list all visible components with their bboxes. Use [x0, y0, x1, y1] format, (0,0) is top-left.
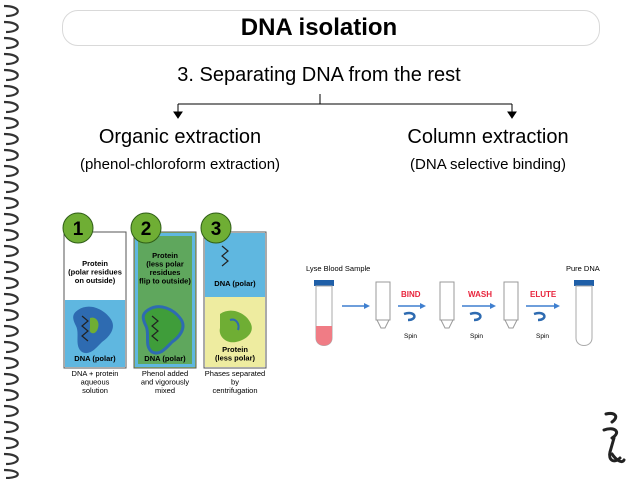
tube-2-bottom-label: DNA (polar)	[144, 354, 186, 363]
dna-strand	[221, 245, 229, 267]
spin-column-1	[375, 281, 391, 329]
blood-tube	[314, 280, 334, 346]
organic-extraction-subheading: (phenol-chloroform extraction)	[79, 156, 281, 173]
dna-strand	[151, 315, 159, 342]
slide-subtitle: 3. Separating DNA from the rest	[177, 64, 461, 86]
bind-step-label: BIND	[401, 290, 421, 299]
spin-arrow-icon	[403, 311, 416, 322]
organic-extraction-heading: Organic extraction	[98, 126, 262, 148]
spin-label: Spin	[470, 333, 483, 340]
branch-connector	[173, 94, 517, 119]
tube-3: 3 DNA (polar) Protein(less polar)	[200, 212, 267, 369]
dna-strand	[81, 315, 89, 342]
tube-3-number: 3	[211, 219, 222, 240]
tube-3-top-label: DNA (polar)	[214, 279, 256, 288]
spin-column-2	[439, 281, 455, 329]
lyse-blood-label: Lyse Blood Sample	[306, 264, 370, 273]
tube-2-number: 2	[141, 219, 152, 240]
elute-step-label: ELUTE	[530, 290, 557, 299]
wash-step-label: WASH	[468, 290, 492, 299]
pure-dna-tube	[574, 280, 594, 346]
spiral-binding	[3, 4, 19, 479]
column-extraction-heading: Column extraction	[407, 126, 569, 148]
spin-arrow-icon	[533, 311, 546, 322]
corner-logo-icon	[602, 412, 626, 464]
protein-blob	[141, 305, 185, 355]
spin-arrow-icon	[469, 311, 482, 322]
tube-3-bottom-label: Protein(less polar)	[215, 345, 256, 363]
spin-label: Spin	[404, 333, 417, 340]
tube-1-bottom-label: DNA (polar)	[74, 354, 116, 363]
column-extraction-subheading: (DNA selective binding)	[410, 156, 566, 173]
title-frame	[62, 10, 600, 46]
spin-label: Spin	[536, 333, 549, 340]
spin-column-3	[503, 281, 519, 329]
slide-title: DNA isolation	[240, 14, 398, 41]
column-extraction-figure: Lyse Blood Sample Pure DNA BIND Spin WAS…	[306, 264, 600, 346]
protein-blob	[219, 310, 252, 343]
pure-dna-label: Pure DNA	[566, 264, 600, 273]
tube-1-number: 1	[73, 219, 84, 240]
